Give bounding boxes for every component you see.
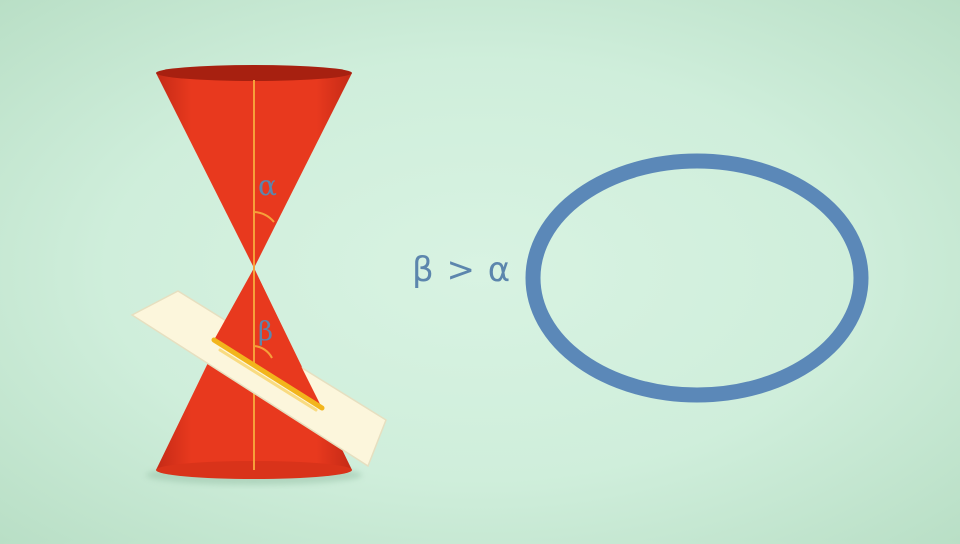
resulting-ellipse [525,153,869,403]
lower-nappe-above-plane [214,268,322,408]
cutting-plane [130,290,387,468]
intersection-glow [218,348,318,412]
beta-angle-arc [253,345,273,359]
upper-rim [156,65,352,81]
intersection-curve [211,337,325,411]
alpha-angle-arc [253,211,275,223]
alpha-label: α [258,169,277,202]
beta-label: β [258,317,273,347]
relation-text: β > α [412,250,512,290]
